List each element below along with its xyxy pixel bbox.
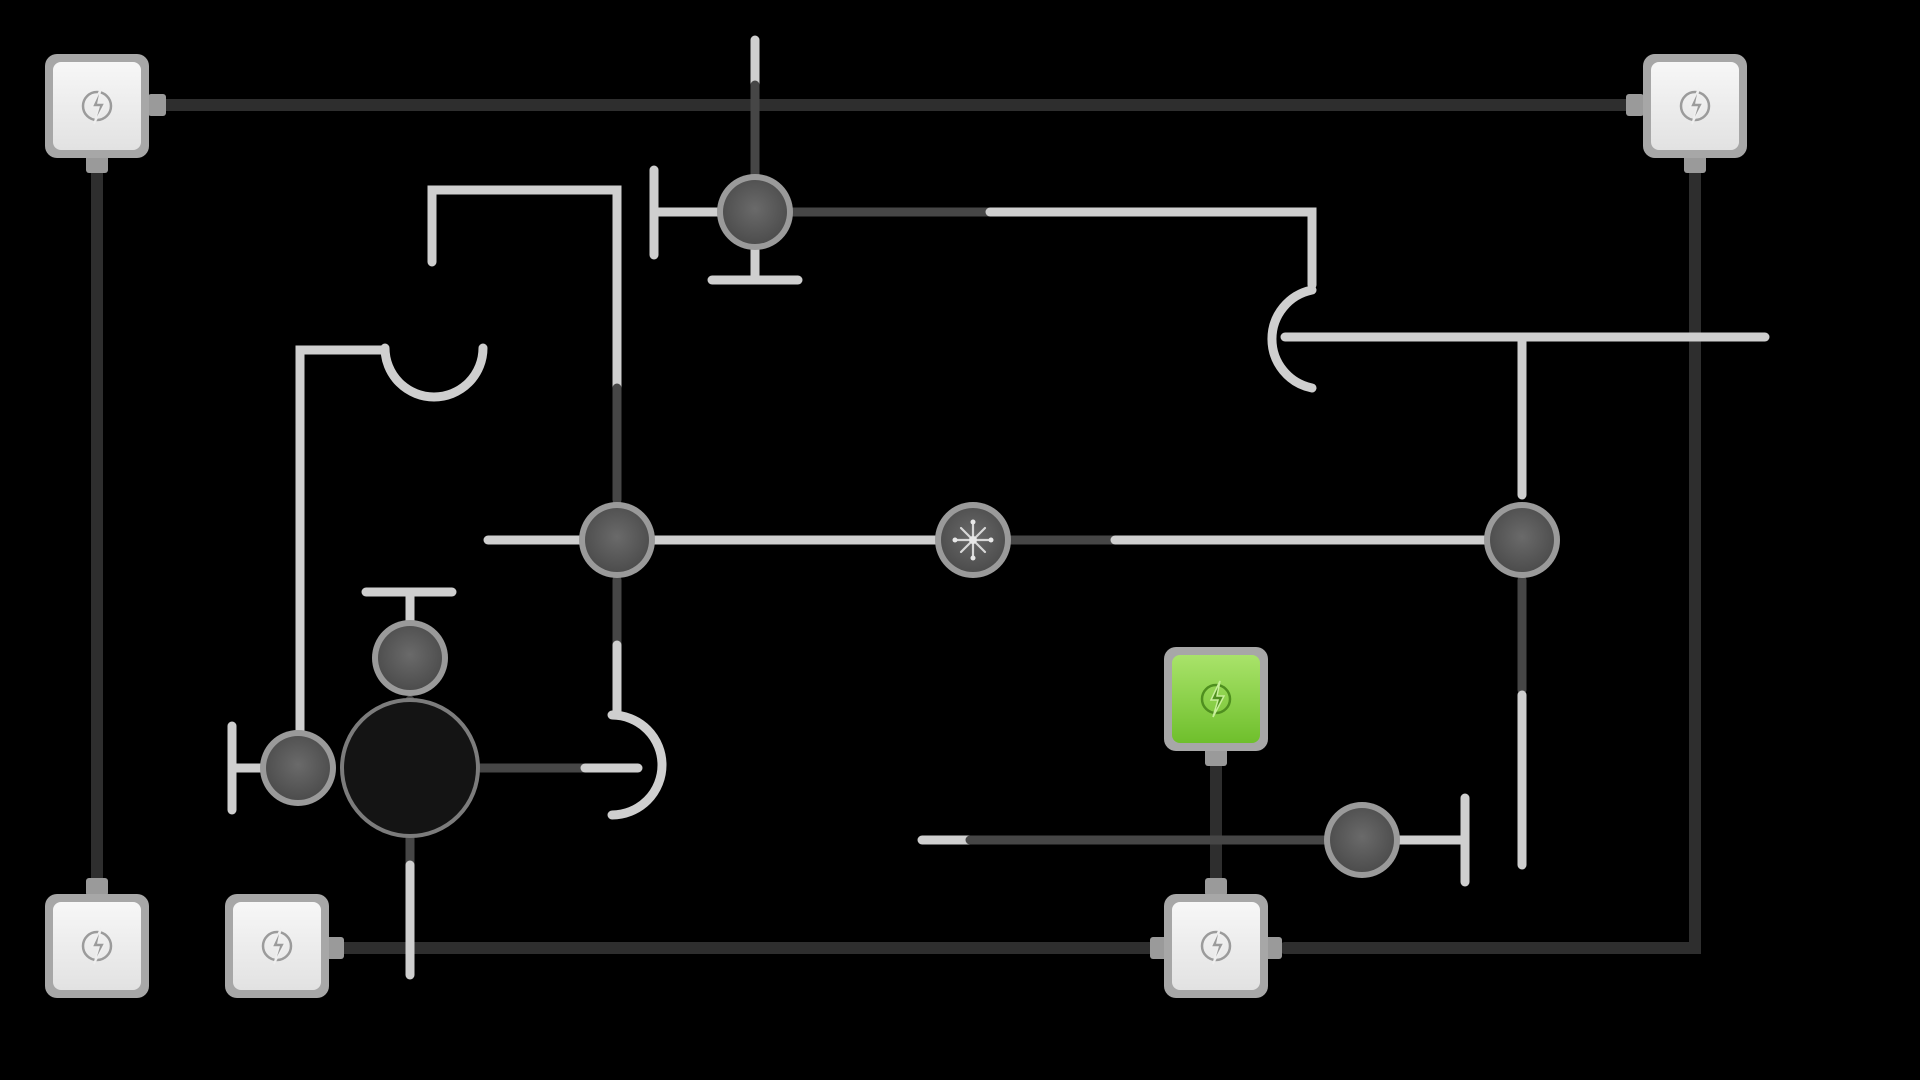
pipe-top-valve[interactable] (649, 35, 1317, 290)
pipe-bracket-left[interactable] (427, 185, 622, 505)
junction-ring[interactable] (340, 698, 480, 838)
pipe-bottom-valve[interactable] (917, 793, 1470, 887)
power-box-bottom-left[interactable] (45, 878, 149, 998)
node-bottom-right[interactable] (1324, 802, 1400, 878)
node-top[interactable] (717, 174, 793, 250)
power-box-bottom-second[interactable] (225, 894, 344, 998)
node-center-left[interactable] (579, 502, 655, 578)
pipe-right-hook[interactable] (1267, 285, 1770, 500)
power-box-top-left[interactable] (45, 54, 166, 173)
pipe-center-line[interactable] (483, 535, 1490, 720)
power-box-top-right[interactable] (1626, 54, 1747, 173)
hub-node[interactable] (935, 502, 1011, 578)
sparkle-icon (952, 519, 994, 561)
lightning-bolt-icon (1200, 680, 1232, 718)
pipe-mid-hook[interactable] (473, 710, 667, 820)
power-box-bottom-right[interactable] (1150, 878, 1282, 998)
outer-circuit (91, 99, 1701, 954)
pipe-left-hook[interactable] (295, 343, 488, 740)
node-center-right[interactable] (1484, 502, 1560, 578)
node-lower-left[interactable] (260, 730, 336, 806)
power-box-active[interactable] (1164, 647, 1268, 766)
node-lower-left-top[interactable] (372, 620, 448, 696)
